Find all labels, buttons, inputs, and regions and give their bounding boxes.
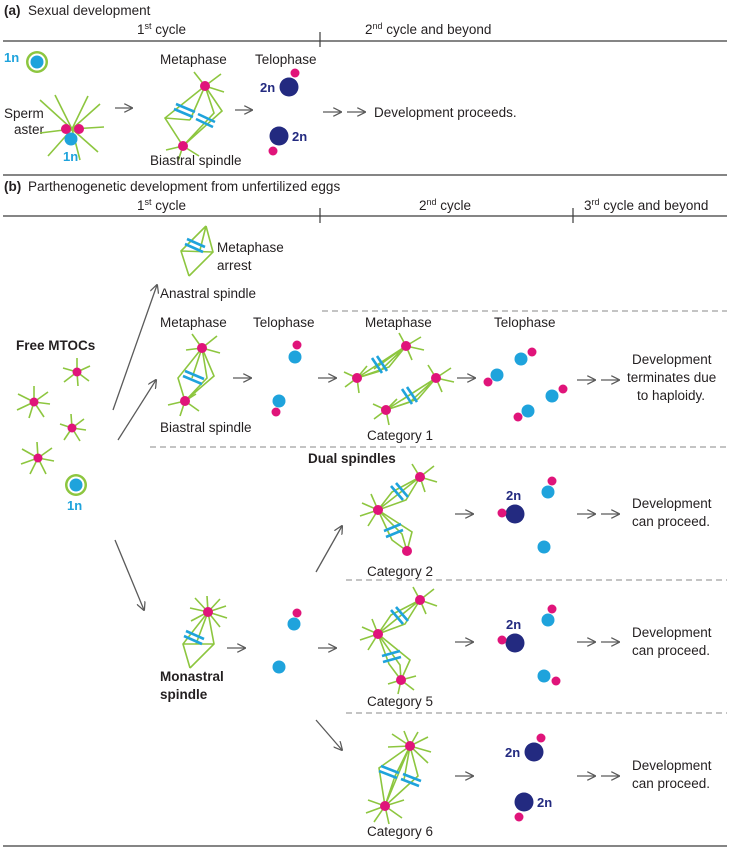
ploidy-label-2n-top: 2n bbox=[260, 80, 275, 95]
cat1-metaphase2-label: Metaphase bbox=[365, 315, 432, 330]
panel-b: (b) Parthenogenetic development from unf… bbox=[3, 179, 727, 839]
sperm-aster-label-line2: aster bbox=[14, 122, 45, 137]
cat2-branch-arrow bbox=[315, 526, 342, 573]
ploidy-label-1n-egg: 1n bbox=[4, 50, 19, 65]
egg-b-nucleus bbox=[69, 478, 83, 492]
ploidy-label-1n-sperm: 1n bbox=[63, 149, 78, 164]
cat6-outcome-line2: can proceed. bbox=[632, 776, 710, 791]
monastral-telophase bbox=[272, 608, 302, 674]
cat1-telophase-1 bbox=[271, 340, 302, 417]
cat1-telophase-2 bbox=[483, 347, 568, 422]
monastral-label-line1: Monastral bbox=[160, 669, 224, 684]
cat2-outcome-line1: Development bbox=[632, 496, 712, 511]
egg-nucleus bbox=[30, 55, 44, 69]
free-mtoc-4 bbox=[20, 441, 55, 475]
free-mtoc-2 bbox=[16, 386, 51, 419]
category-5-label: Category 5 bbox=[367, 694, 433, 709]
branch-arrow-monastral bbox=[114, 539, 144, 610]
cat1-metaphase-label: Metaphase bbox=[160, 315, 227, 330]
ploidy-label-2n-cat6-top: 2n bbox=[505, 745, 520, 760]
dual-spindles-label: Dual spindles bbox=[308, 451, 396, 466]
cat2-dual-spindle bbox=[359, 463, 438, 556]
branch-arrow-biastral bbox=[117, 380, 156, 441]
monastral-spindle bbox=[182, 595, 228, 669]
panel-a-label: (a) bbox=[4, 3, 21, 18]
panel-b-title: Parthenogenetic development from unferti… bbox=[28, 179, 340, 194]
sperm-aster bbox=[39, 94, 105, 161]
panel-a-cycle2-header: 2nd cycle and beyond bbox=[365, 21, 491, 37]
cat1-outcome-line3: to haploidy. bbox=[637, 388, 705, 403]
cat6-branch-arrow bbox=[315, 719, 342, 750]
cat2-outcome-line2: can proceed. bbox=[632, 514, 710, 529]
ploidy-label-1n-b: 1n bbox=[67, 498, 82, 513]
panel-a-outcome: Development proceeds. bbox=[374, 105, 517, 120]
monastral-label-line2: spindle bbox=[160, 687, 208, 702]
panel-a-cycle1-header: 1st cycle bbox=[137, 21, 186, 37]
ploidy-label-2n-cat6-bottom: 2n bbox=[537, 795, 552, 810]
free-mtocs-label: Free MTOCs bbox=[16, 338, 95, 353]
free-mtoc-1 bbox=[62, 358, 91, 387]
cat1-outcome-line1: Development bbox=[632, 352, 712, 367]
cat1-telophase-label: Telophase bbox=[253, 315, 315, 330]
panel-b-cycle3-header: 3rd cycle and beyond bbox=[584, 197, 708, 213]
cat6-spindles bbox=[365, 730, 432, 825]
sperm-aster-label-line1: Sperm bbox=[4, 106, 44, 121]
cat1-metaphase-2 bbox=[343, 332, 455, 426]
category-1-label: Category 1 bbox=[367, 428, 433, 443]
cat5-dual-spindle bbox=[359, 586, 438, 695]
panel-a-telophase-label: Telophase bbox=[255, 52, 317, 67]
cat6-outcome-line1: Development bbox=[632, 758, 712, 773]
panel-a-biastral-label: Biastral spindle bbox=[150, 153, 242, 168]
diploid-nucleus-a-bottom bbox=[269, 126, 289, 146]
category-6-label: Category 6 bbox=[367, 824, 433, 839]
metaphase-arrest-label-line1: Metaphase bbox=[217, 240, 284, 255]
cat1-outcome-line2: terminates due bbox=[627, 370, 716, 385]
cat5-telophase: 2n bbox=[497, 604, 561, 686]
anastral-spindle bbox=[180, 225, 214, 277]
centrosome-a-bottom bbox=[268, 146, 278, 156]
cat1-telophase2-label: Telophase bbox=[494, 315, 556, 330]
centrosome-a-top bbox=[290, 68, 300, 78]
free-mtoc-3 bbox=[59, 413, 87, 442]
biastral-spindle-b bbox=[167, 333, 221, 417]
panel-a-title: Sexual development bbox=[28, 3, 151, 18]
ploidy-label-2n-cat5: 2n bbox=[506, 617, 521, 632]
cat1-biastral-label: Biastral spindle bbox=[160, 420, 252, 435]
category-2-label: Category 2 bbox=[367, 564, 433, 579]
cat5-outcome-line2: can proceed. bbox=[632, 643, 710, 658]
panel-b-cycle1-header: 1st cycle bbox=[137, 197, 186, 213]
branch-arrow-anastral bbox=[112, 285, 157, 411]
cat6-telophase: 2n 2n bbox=[505, 733, 552, 822]
cat2-telophase: 2n bbox=[497, 476, 557, 554]
panel-b-cycle2-header: 2nd cycle bbox=[419, 197, 471, 213]
metaphase-arrest-label-line2: arrest bbox=[217, 258, 252, 273]
panel-b-label: (b) bbox=[4, 179, 21, 194]
ploidy-label-2n-bottom: 2n bbox=[292, 129, 307, 144]
biastral-spindle-a bbox=[163, 71, 225, 162]
ploidy-label-2n-cat2: 2n bbox=[506, 488, 521, 503]
panel-a: (a) Sexual development 1st cycle 2nd cyc… bbox=[3, 3, 727, 168]
panel-a-metaphase-label: Metaphase bbox=[160, 52, 227, 67]
diploid-nucleus-a-top bbox=[279, 77, 299, 97]
anastral-spindle-label: Anastral spindle bbox=[160, 286, 256, 301]
cat5-outcome-line1: Development bbox=[632, 625, 712, 640]
